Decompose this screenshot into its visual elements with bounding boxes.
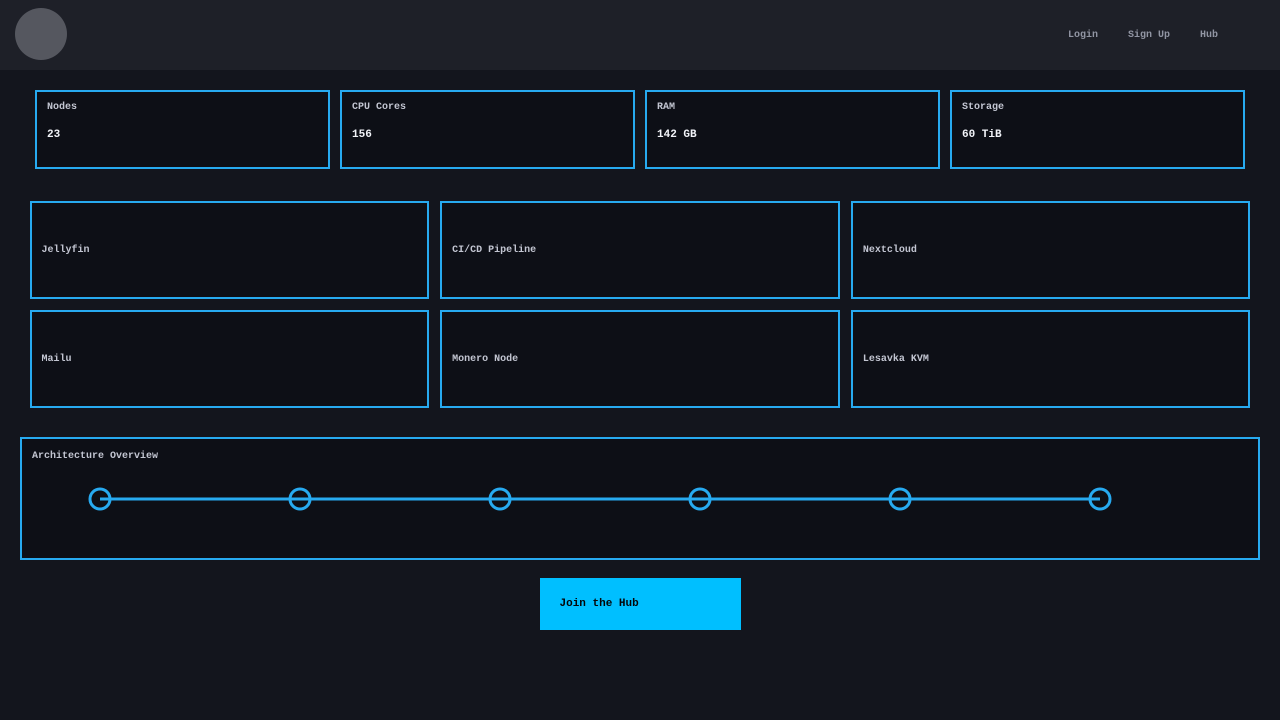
- stat-label: Storage: [962, 102, 1005, 113]
- join-hub-button[interactable]: Join the Hub: [539, 578, 741, 630]
- service-name: CI/CD Pipeline: [452, 244, 537, 256]
- avatar[interactable]: [15, 8, 67, 60]
- service-name: Lesavka KVM: [862, 353, 929, 365]
- services-grid: Jellyfin CI/CD Pipeline Nextcloud Mailu …: [29, 201, 1251, 408]
- nav-link-signup[interactable]: Sign Up: [1127, 29, 1170, 41]
- cta-wrap: Join the Hub: [0, 560, 1280, 630]
- stat-card-storage: Storage 60 TiB: [950, 90, 1245, 169]
- stat-card-cpu-cores: CPU Cores 156: [340, 90, 635, 169]
- stat-value: 142 GB: [657, 129, 697, 141]
- service-card-mailu[interactable]: Mailu: [29, 310, 430, 408]
- stat-card-nodes: Nodes 23: [35, 90, 330, 169]
- service-card-lesavka-kvm[interactable]: Lesavka KVM: [850, 310, 1251, 408]
- architecture-title: Architecture Overview: [32, 451, 159, 462]
- architecture-panel: Architecture Overview: [20, 437, 1260, 560]
- service-name: Nextcloud: [862, 244, 917, 256]
- service-card-monero-node[interactable]: Monero Node: [440, 310, 840, 408]
- stat-label: RAM: [657, 102, 676, 113]
- nav-links: Login Sign Up Hub: [1068, 0, 1218, 70]
- stat-card-ram: RAM 142 GB: [645, 90, 940, 169]
- architecture-node-icon: [488, 487, 512, 511]
- architecture-node-icon: [888, 487, 912, 511]
- service-name: Jellyfin: [41, 244, 90, 256]
- nav-link-hub[interactable]: Hub: [1199, 29, 1218, 41]
- stat-label: Nodes: [47, 102, 78, 113]
- service-card-jellyfin[interactable]: Jellyfin: [29, 201, 430, 299]
- stat-value: 156: [352, 129, 372, 141]
- stats-row: Nodes 23 CPU Cores 156 RAM 142 GB Storag…: [35, 90, 1245, 169]
- service-name: Monero Node: [452, 353, 519, 365]
- architecture-diagram: [88, 487, 1112, 511]
- architecture-node-icon: [688, 487, 712, 511]
- stat-label: CPU Cores: [352, 102, 407, 113]
- architecture-node-icon: [288, 487, 312, 511]
- architecture-node-icon: [1088, 487, 1112, 511]
- stat-value: 60 TiB: [962, 129, 1002, 141]
- nav-link-login[interactable]: Login: [1067, 29, 1098, 41]
- service-card-nextcloud[interactable]: Nextcloud: [850, 201, 1251, 299]
- stat-value: 23: [47, 129, 61, 141]
- top-nav: Login Sign Up Hub: [0, 0, 1280, 70]
- service-name: Mailu: [41, 353, 72, 365]
- architecture-node-icon: [88, 487, 112, 511]
- service-card-cicd-pipeline[interactable]: CI/CD Pipeline: [440, 201, 840, 299]
